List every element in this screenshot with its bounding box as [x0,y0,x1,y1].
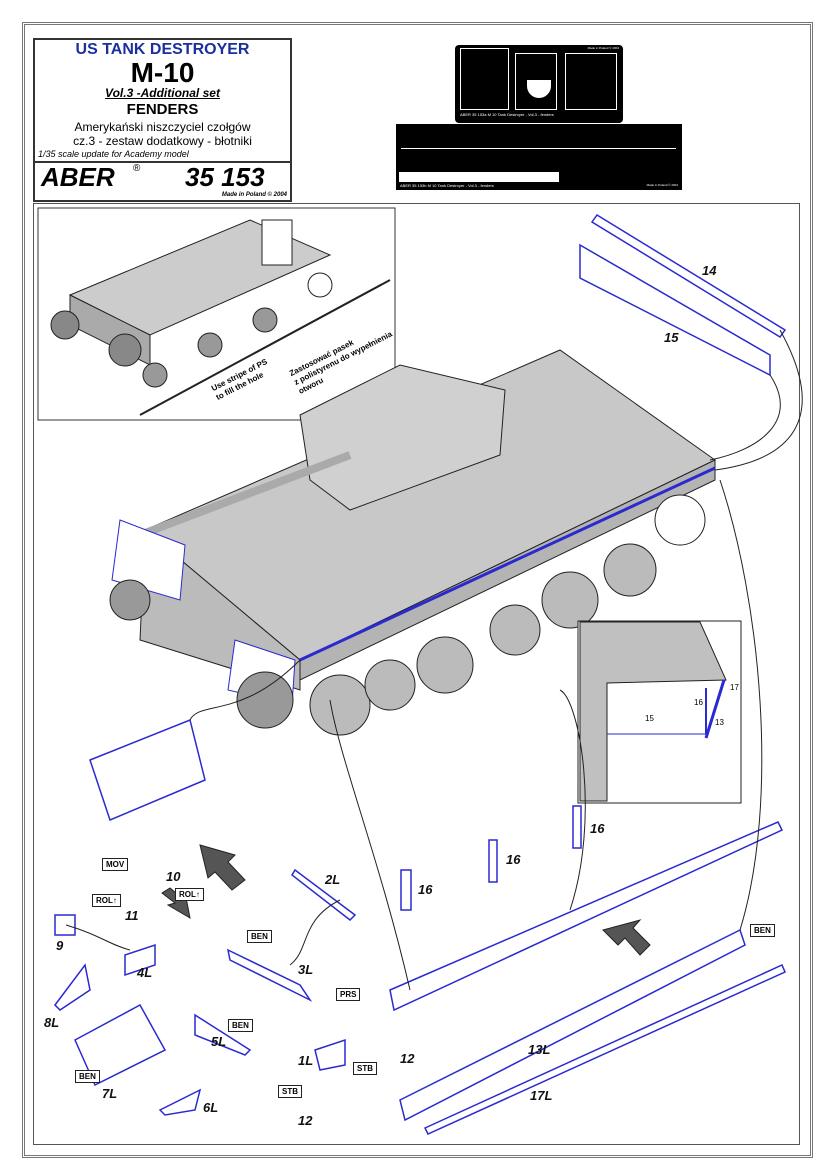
part-3L-label: 3L [298,962,314,977]
part-2L-label: 2L [325,872,341,887]
cross-section-detail [577,620,742,804]
tag-ben: BEN [247,930,272,943]
small-parts [54,718,357,1116]
polish-line-2: cz.3 - zestaw dodatkowy - błotniki [73,134,252,148]
volume-title: Vol.3 -Additional set [105,86,220,100]
part-9-label: 9 [56,938,64,953]
detail-label-16: 16 [694,698,703,707]
fret-line [401,148,676,149]
title-box: US TANK DESTROYER M-10 Vol.3 -Additional… [33,38,292,202]
set-name: FENDERS [126,101,199,118]
road-wheels [109,494,706,736]
tag-stb: STB [278,1085,302,1098]
detail-label-15: 15 [645,714,654,723]
part-7L-label: 7L [102,1086,118,1101]
inset-frame [37,207,396,421]
fret-b-made-in: Made in Poland © 2004 [646,183,678,187]
subject-title: US TANK DESTROYER [75,41,250,58]
fret-part [460,48,509,110]
scale-note: 1/35 scale update for Academy model [38,149,189,159]
tag-prs: PRS [336,988,361,1001]
direction-arrows [161,844,651,956]
part-14-label: 14 [702,263,717,278]
fret-a: ABER 35 153a M 10 Tank Destroyer - Vol.3… [455,45,623,123]
tag-rol: ROL↑ [175,888,204,901]
model-title: M-10 [130,57,195,88]
brand-logo: ABER [41,162,115,192]
part-10-label: 10 [166,869,181,884]
part-4L-label: 4L [137,965,153,980]
fret-gap [399,172,559,182]
catalog-number: 35 153 [185,162,265,192]
part-8L-label: 8L [44,1015,60,1030]
tag-ben: BEN [228,1019,253,1032]
part-5L-label: 5L [211,1034,227,1049]
detail-label-17: 17 [730,683,739,692]
diagram-border [33,203,800,1145]
tank-hull [111,349,716,706]
part-12-label: 12 [400,1051,415,1066]
fret-part [565,53,617,110]
part-16-label: 16 [590,821,605,836]
tag-ben: BEN [750,924,775,937]
tag-ben: BEN [75,1070,100,1083]
tag-mov: MOV [102,858,129,871]
part-17L-label: 17L [530,1088,553,1103]
fret-a-caption: ABER 35 153a M 10 Tank Destroyer - Vol.3… [460,112,554,117]
part-1L-label: 1L [298,1053,314,1068]
part-13L-label: 13L [528,1042,551,1057]
detail-label-13: 13 [715,718,724,727]
outer-border [22,22,813,1158]
leader-lines [65,329,803,991]
fret-part [527,80,551,98]
part-11-label: 11 [125,908,139,923]
fret-b-caption: ABER 35 153b M 10 Tank Destroyer - Vol.3… [400,183,494,188]
part-16-label: 16 [418,882,433,897]
inset-tank [50,219,391,416]
part-15-label: 15 [664,330,679,345]
made-in: Made in Poland © 2004 [221,192,287,198]
tag-stb: STB [353,1062,377,1075]
long-fender-parts [389,805,786,1135]
polish-line-1: Amerykański niszczyciel czołgów [74,120,251,134]
tag-rol: ROL↑ [92,894,121,907]
part-12-label: 12 [298,1113,313,1128]
registered-mark: ® [133,163,141,174]
fret-part [515,53,557,110]
part-16-label: 16 [506,852,521,867]
divider [35,161,290,163]
part-6L-label: 6L [203,1100,219,1115]
fret-a-made-in: Made in Poland © 2004 [587,46,619,50]
fret-b: ABER 35 153b M 10 Tank Destroyer - Vol.3… [396,124,682,190]
fender-parts-14-15 [579,213,787,377]
